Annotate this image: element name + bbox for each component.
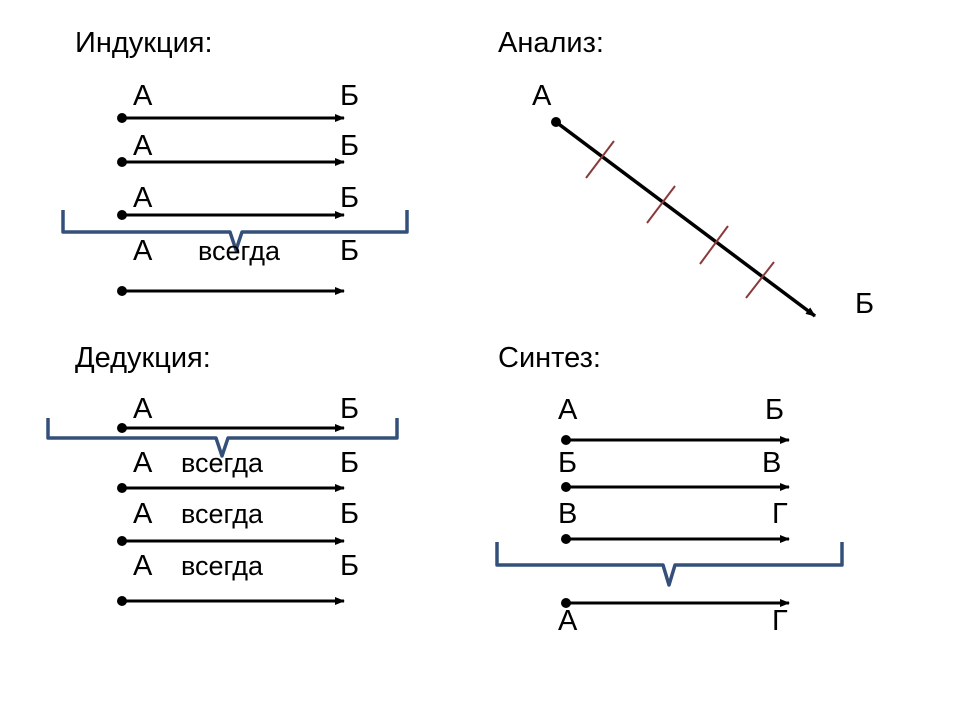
synthesis-row-2: Б В: [558, 447, 790, 492]
induction-row-2: А Б: [117, 130, 359, 167]
synthesis-row-3-left: В: [558, 498, 577, 530]
synthesis-row-3: В Г: [558, 498, 790, 544]
analysis-panel: Анализ: А Б: [498, 27, 874, 320]
deduction-row-1-left: А: [133, 393, 153, 425]
deduction-row-3-mid: всегда: [181, 499, 264, 529]
deduction-brace: [46, 418, 399, 458]
induction-row-1-left: А: [133, 80, 153, 112]
synthesis-panel: Синтез: А Б Б В В Г А Г: [495, 342, 844, 637]
induction-title: Индукция:: [75, 27, 213, 59]
analysis-arrow: [554, 120, 817, 318]
synthesis-result-left: А: [558, 605, 578, 637]
analysis-division-1: [585, 140, 615, 179]
induction-row-3-right: Б: [340, 182, 359, 214]
deduction-row-4-mid: всегда: [181, 551, 264, 581]
induction-row-3: А Б: [117, 182, 359, 220]
deduction-row-3: А всегда Б: [117, 498, 359, 546]
induction-row-1-right: Б: [340, 80, 359, 112]
synthesis-row-2-right: В: [762, 447, 781, 479]
induction-row-4: А всегда Б: [117, 235, 359, 296]
analysis-title: Анализ:: [498, 27, 604, 59]
deduction-row-4-left: А: [133, 550, 153, 582]
induction-row-4-mid: всегда: [198, 236, 281, 266]
induction-row-2-right: Б: [340, 130, 359, 162]
analysis-division-2: [646, 185, 676, 224]
deduction-row-4-right: Б: [340, 550, 359, 582]
synthesis-row-3-right: Г: [772, 498, 788, 530]
induction-row-4-right: Б: [340, 235, 359, 267]
synthesis-row-1-right: Б: [765, 394, 784, 426]
induction-brace: [61, 210, 409, 252]
induction-row-1: А Б: [117, 80, 359, 123]
deduction-row-3-left: А: [133, 498, 153, 530]
deduction-row-2-right: Б: [340, 447, 359, 479]
induction-row-4-left: А: [133, 235, 153, 267]
analysis-start-label: А: [532, 80, 552, 112]
induction-panel: Индукция: А Б А Б А Б А всегда Б: [61, 27, 409, 296]
deduction-row-2-mid: всегда: [181, 448, 264, 478]
synthesis-result-row: А Г: [558, 598, 790, 637]
deduction-row-2: А всегда Б: [117, 447, 359, 493]
induction-row-2-left: А: [133, 130, 153, 162]
synthesis-row-2-left: Б: [558, 447, 577, 479]
synthesis-title: Синтез:: [498, 342, 601, 374]
deduction-title: Дедукция:: [75, 342, 211, 374]
deduction-row-4: А всегда Б: [117, 550, 359, 606]
deduction-row-3-right: Б: [340, 498, 359, 530]
induction-row-3-left: А: [133, 182, 153, 214]
deduction-row-2-left: А: [133, 447, 153, 479]
deduction-panel: Дедукция: А Б А всегда Б А всегда Б А вс…: [46, 342, 399, 606]
synthesis-result-right: Г: [772, 605, 788, 637]
synthesis-row-1-left: А: [558, 394, 578, 426]
deduction-row-1: А Б: [117, 393, 359, 433]
synthesis-row-1: А Б: [558, 394, 790, 445]
synthesis-brace: [495, 542, 844, 587]
analysis-division-3: [699, 225, 729, 265]
deduction-row-1-right: Б: [340, 393, 359, 425]
analysis-end-label: Б: [855, 288, 874, 320]
analysis-division-4: [745, 261, 775, 299]
